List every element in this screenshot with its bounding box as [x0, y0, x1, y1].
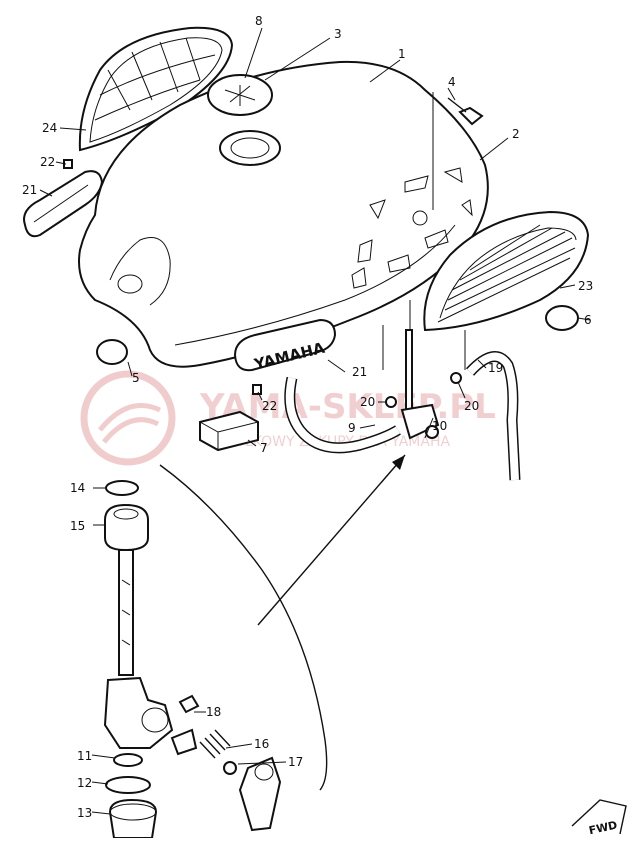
label-part-3: 3	[334, 27, 342, 41]
label-part-8: 8	[255, 14, 263, 28]
label-part-11: 11	[77, 749, 92, 763]
label-part-17: 17	[288, 755, 303, 769]
rubber-block	[199, 410, 259, 452]
label-part-16: 16	[254, 737, 269, 751]
label-part-20a: 20	[360, 395, 375, 409]
label-part-2: 2	[512, 127, 520, 141]
leader-lines	[39, 27, 591, 815]
detail-boundary	[159, 464, 328, 791]
fuel-cock-small	[400, 329, 440, 440]
hose-clip-right	[450, 372, 462, 384]
label-part-14: 14	[70, 481, 85, 495]
tank-mount-holes	[351, 167, 473, 289]
label-part-4: 4	[448, 75, 456, 89]
watermark-logo-icon	[80, 370, 176, 466]
damper-right	[545, 305, 579, 331]
label-part-19: 19	[488, 361, 503, 375]
label-part-6: 6	[584, 313, 592, 327]
label-part-9: 9	[348, 421, 356, 435]
label-part-22a: 22	[40, 155, 55, 169]
damper-left	[96, 339, 128, 365]
detail-arrow	[257, 454, 406, 626]
label-part-1: 1	[398, 47, 406, 61]
filler-cap	[207, 74, 273, 116]
screw-right	[252, 384, 262, 395]
label-part-24: 24	[42, 121, 57, 135]
label-part-10: 10	[432, 419, 447, 433]
fwd-label: FWD	[588, 819, 619, 838]
forward-marker: FWD	[571, 799, 627, 838]
part-numbers: 1 2 3 4 5 6 7 8 9 10 11 12 13 14 15 16 1…	[22, 14, 593, 820]
label-part-7: 7	[260, 441, 268, 455]
hose-clip-left	[385, 396, 397, 408]
fuel-hose-9	[284, 376, 401, 454]
label-part-5: 5	[132, 371, 140, 385]
fuel-hose-19	[465, 351, 521, 481]
label-part-21a: 21	[22, 183, 37, 197]
assembly-lines	[382, 92, 466, 370]
label-part-15: 15	[70, 519, 85, 533]
bolt-4	[447, 97, 484, 126]
label-part-13: 13	[77, 806, 92, 820]
label-part-23: 23	[578, 279, 593, 293]
knee-grip-pattern	[94, 37, 216, 121]
knee-grip-right	[423, 210, 590, 332]
label-part-20b: 20	[464, 399, 479, 413]
label-part-18: 18	[206, 705, 221, 719]
knee-grip-right-pattern	[437, 224, 577, 323]
fuel-cock-detail	[103, 480, 282, 839]
label-part-12: 12	[77, 776, 92, 790]
label-part-21b: 21	[352, 365, 367, 379]
filler-neck	[219, 130, 281, 166]
label-part-22b: 22	[262, 399, 277, 413]
